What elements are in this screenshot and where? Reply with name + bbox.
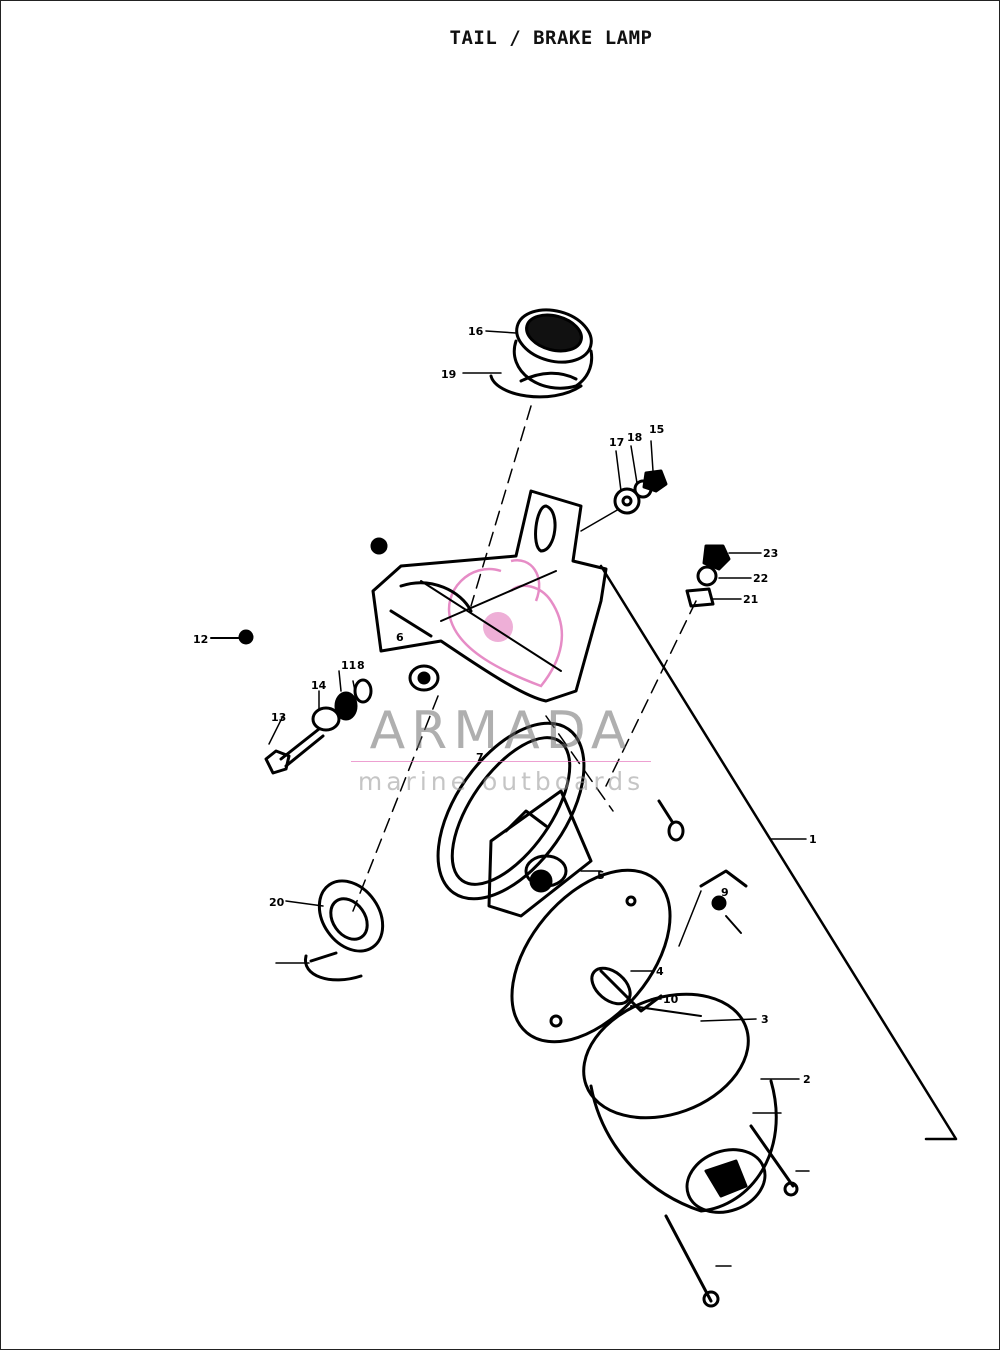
callout-11: 11 [341,659,356,672]
callout-21: 21 [743,593,758,606]
callout-15: 15 [649,423,664,436]
watermark-logo [447,558,564,688]
watermark-brand-name: ARMADA [369,701,633,761]
socket-screw-part [657,799,685,842]
top-lens-part [512,308,594,390]
lamp-bracket-part [371,489,608,703]
side-lens-part [275,879,385,982]
diagram-title: TAIL / BRAKE LAMP [449,27,653,49]
lamp-base-plate-part [510,868,748,1044]
part-1-leader [599,564,958,1141]
lamp-body-part [582,992,799,1308]
callout-17: 17 [609,436,624,449]
gasket-part [630,1005,702,1017]
callout-23: 23 [763,547,778,560]
callout-2: 2 [803,1073,811,1086]
fastener-stack-top [580,440,668,532]
reflector-ring-part [436,721,586,901]
callout-leaders [462,330,810,1267]
callout-7: 7 [476,751,484,764]
callout-labels: 1 2 3 4 5 6 7 8 9 10 11 12 13 14 15 16 1… [193,325,817,1086]
watermark-divider [351,761,651,762]
callout-16: 16 [468,325,484,338]
left-bolt-part [210,629,254,645]
callout-8: 8 [357,659,365,672]
callout-19: 19 [441,368,456,381]
callout-20: 20 [269,896,285,909]
callout-14: 14 [311,679,327,692]
callout-13: 13 [271,711,286,724]
callout-18: 18 [627,431,642,444]
callout-5: 5 [597,869,605,882]
watermark-tagline: marine outboards [357,767,645,796]
cap-nut-part [370,537,388,555]
callout-4: 4 [656,965,664,978]
bulb-socket-part [487,789,593,918]
grommet-stack-left [264,664,440,775]
callout-3: 3 [761,1013,769,1026]
top-lens-cover-part [489,371,583,399]
fastener-stack-right [685,544,762,608]
callout-9: 9 [721,886,729,899]
callout-1: 1 [809,833,817,846]
callout-10: 10 [663,993,679,1006]
callout-6: 6 [396,631,404,644]
callout-22: 22 [753,572,768,585]
assembly-guide-lines [352,405,697,912]
callout-12: 12 [193,633,208,646]
